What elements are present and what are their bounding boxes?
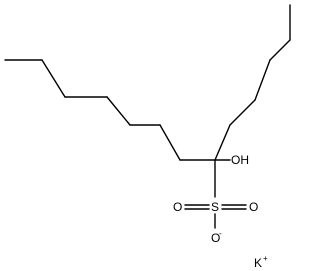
pentyl-chain: [214, 4, 291, 161]
heptyl-chain: [4, 59, 216, 161]
oxygen-right-atom: O: [249, 200, 258, 214]
bond-heptyl-2: [41, 59, 66, 98]
sulfur-atom: S: [211, 200, 219, 214]
bond-heptyl-6: [159, 124, 181, 161]
oxygen-left-atom: O: [173, 200, 182, 214]
oxygen-bottom-atom: O: [211, 231, 220, 245]
structure-diagram: OH S O O O - K +: [4, 4, 291, 270]
bond-pentyl-1: [214, 124, 231, 161]
bond-heptyl-4: [106, 96, 131, 126]
oxygen-negative-charge: -: [219, 229, 222, 238]
hydroxyl-label: OH: [231, 153, 249, 167]
bond-pentyl-3: [254, 59, 271, 101]
bond-pentyl-4: [269, 39, 291, 61]
potassium-positive-charge: +: [263, 254, 268, 263]
bond-pentyl-2: [229, 99, 256, 126]
potassium-ion: K: [254, 256, 262, 270]
